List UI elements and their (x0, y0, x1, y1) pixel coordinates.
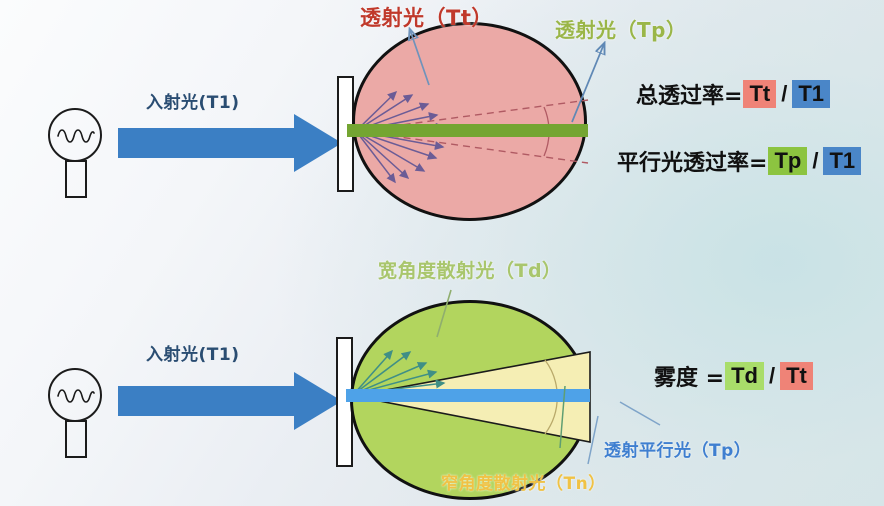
formula-divider: / (781, 81, 788, 106)
formula-numerator: Td (725, 361, 764, 391)
lamp-filament-icon (57, 129, 95, 143)
formula-denominator: T1 (792, 79, 831, 109)
formula-denominator: Tt (780, 361, 813, 391)
label-transmitted-parallel-bottom: 透射平行光（Tp） (604, 441, 752, 461)
leader-tp-bottom-2 (619, 401, 661, 426)
formula-numerator: Tt (743, 79, 777, 109)
label-narrow-angle-scatter: 窄角度散射光（Tn） (441, 474, 606, 494)
label-transmitted-parallel-top: 透射光（Tp） (555, 18, 687, 42)
lamp-base-icon (65, 160, 87, 198)
formula-parallel-transmittance: 平行光透过率= Tp / T1 (617, 145, 862, 177)
formula-label: 总透过率= (636, 84, 743, 109)
formula-label: 雾度 = (654, 366, 725, 391)
formula-divider: / (812, 148, 819, 173)
lamp-filament-icon (57, 389, 95, 403)
leader-tn (587, 415, 599, 465)
label-transmitted-total: 透射光（Tt） (360, 6, 493, 30)
integrating-sphere-top (352, 22, 587, 221)
formula-numerator: Tp (768, 146, 808, 176)
lamp-base-icon (65, 420, 87, 458)
label-wide-angle-scatter: 宽角度散射光（Td） (378, 260, 562, 282)
formula-total-transmittance: 总透过率= Tt / T1 (636, 78, 831, 110)
label-incident-bottom: 入射光(T1) (146, 345, 240, 365)
formula-haze: 雾度 = Td / Tt (654, 360, 814, 392)
sample-plate-top (337, 76, 354, 192)
formula-divider: / (768, 363, 776, 388)
label-incident-top: 入射光(T1) (146, 93, 240, 113)
incident-beam-arrow-top (118, 114, 342, 172)
formula-denominator: T1 (823, 146, 862, 176)
formula-label: 平行光透过率= (617, 151, 768, 176)
incident-beam-arrow-bottom (118, 372, 342, 430)
